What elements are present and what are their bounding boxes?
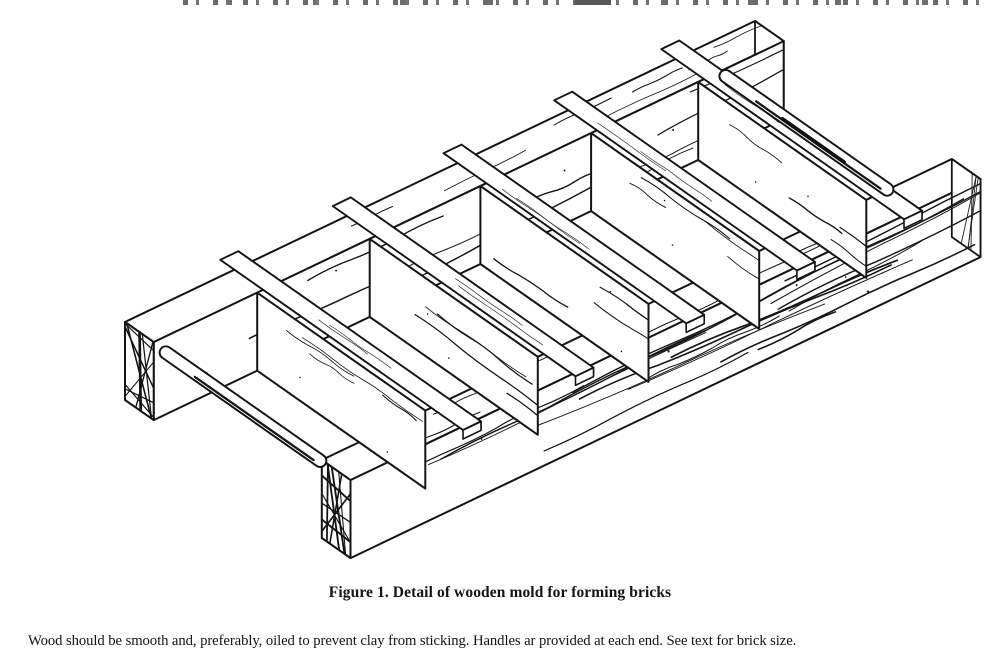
mold-illustration [124,20,982,560]
figure-note: Wood should be smooth and, preferably, o… [28,633,797,649]
figure-caption: Figure 1. Detail of wooden mold for form… [328,584,672,601]
clipped-text-fragments [183,0,989,5]
clipped-text-fragment-dark [575,0,611,5]
